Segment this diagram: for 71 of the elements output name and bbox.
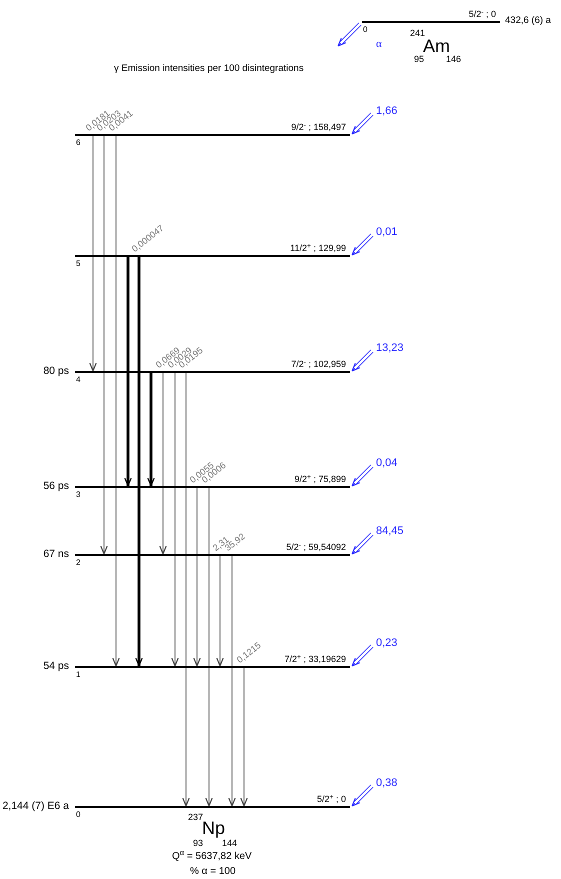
half-life: 432,6 (6) a — [505, 15, 551, 27]
arrow — [240, 668, 248, 807]
edge-label: 1,66 — [376, 105, 398, 117]
arrow — [351, 112, 374, 135]
title: γ Emission intensities per 100 disintegrations — [114, 62, 304, 76]
element-symbol: Np — [202, 818, 226, 838]
spin-energy-label: 9/2$^{+}$ ; 75,899 — [294, 474, 346, 485]
level-index: 5 — [76, 259, 80, 268]
edge-label: 0,01 — [376, 226, 398, 238]
edge-label: 0,38 — [376, 777, 398, 789]
level-index: 3 — [76, 490, 80, 499]
edge-label: 0,23 — [376, 637, 398, 649]
arrow — [351, 349, 374, 372]
level-index: 0 — [363, 25, 368, 34]
energy-level-line — [362, 21, 500, 23]
level-index: 4 — [76, 375, 80, 384]
half-life: 56 ps — [43, 480, 69, 492]
half-life: 2,144 (7) E6 a — [2, 800, 69, 812]
spin-energy-label: 5/2$^{-}$ ; 0 — [468, 9, 496, 20]
arrow — [351, 784, 374, 807]
arrow — [351, 532, 374, 555]
spin-energy-label: 9/2$^{-}$ ; 158,497 — [291, 122, 346, 133]
level-index: 1 — [76, 670, 80, 679]
half-life: 54 ps — [43, 660, 69, 672]
spin-energy-label: 5/2$^{-}$ ; 59,54092 — [286, 542, 346, 553]
arrow — [89, 136, 97, 372]
half-life: 67 ns — [43, 548, 69, 560]
level-index: 0 — [76, 810, 80, 819]
arrow — [147, 373, 155, 487]
spin-energy-label: 7/2$^{+}$ ; 33,19629 — [284, 654, 346, 665]
level-index: 2 — [76, 558, 80, 567]
arrow — [100, 136, 108, 555]
spin-energy-label: 7/2$^{-}$ ; 102,959 — [291, 359, 346, 370]
half-life: 80 ps — [43, 365, 69, 377]
energy-level-line — [75, 255, 350, 257]
mass-number: 237 — [188, 811, 204, 824]
energy-level-line — [75, 554, 350, 556]
energy-level-line — [75, 134, 350, 136]
neutron-number: 146 — [446, 53, 462, 66]
level-index: 6 — [76, 138, 80, 147]
arrow — [351, 644, 374, 667]
edge-label: 84,45 — [376, 525, 404, 537]
edge-label: 13,23 — [376, 342, 404, 354]
atomic-number: 95 — [414, 53, 424, 66]
arrow — [216, 556, 224, 667]
energy-level-line — [75, 371, 350, 373]
mass-number: 241 — [410, 27, 426, 40]
spin-energy-label: 5/2$^{+}$ ; 0 — [317, 794, 346, 805]
alpha-symbol: α — [376, 37, 382, 52]
element-symbol: Am — [423, 36, 450, 56]
neutron-number: 144 — [222, 838, 238, 850]
arrow — [159, 372, 167, 555]
arrow — [351, 233, 374, 256]
energy-level-line — [75, 666, 350, 668]
arrow — [193, 488, 201, 667]
q-value: Q$^{α}$ = 5637,82 keV — [172, 849, 252, 864]
arrow — [205, 488, 213, 807]
energy-level-line — [75, 486, 350, 488]
edge-label: 0,04 — [376, 457, 398, 469]
arrow — [135, 257, 143, 667]
atomic-number: 93 — [193, 838, 204, 850]
arrow — [171, 372, 179, 667]
spin-energy-label: 11/2$^{+}$ ; 129,99 — [290, 243, 346, 254]
arrow — [182, 372, 190, 807]
arrow — [124, 257, 132, 487]
arrow — [351, 464, 374, 487]
branching-ratio: % α = 100 — [190, 865, 236, 879]
energy-level-line — [75, 806, 350, 808]
arrow — [228, 556, 236, 807]
arrow — [112, 136, 120, 667]
arrow — [337, 22, 362, 47]
